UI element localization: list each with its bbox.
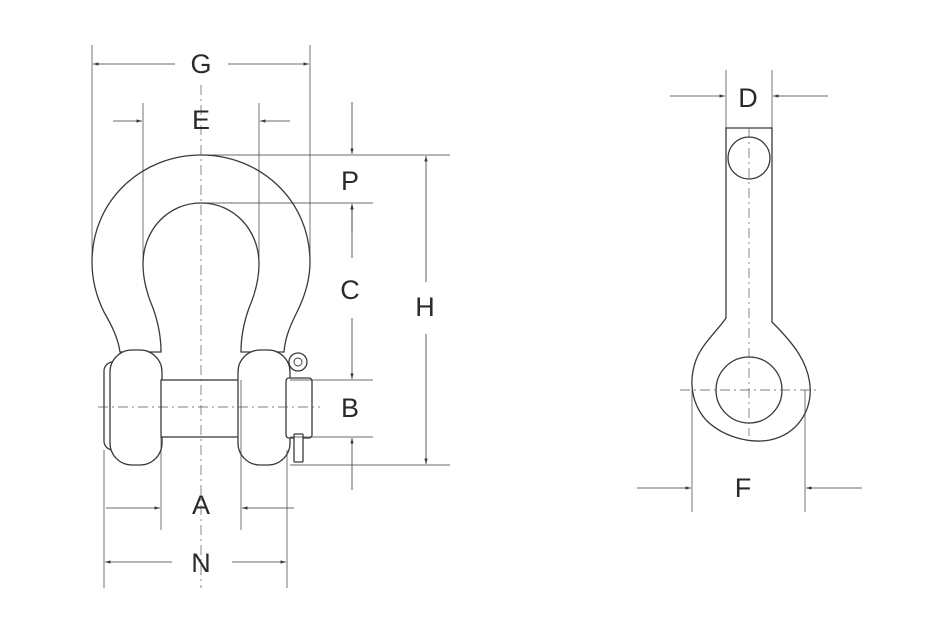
label-F: F [735, 473, 752, 503]
label-N: N [191, 548, 211, 578]
cotter-ring-inner [293, 357, 303, 367]
dimension-E: E [113, 103, 290, 262]
label-D: D [738, 83, 758, 113]
dimension-N: N [103, 450, 288, 588]
label-G: G [190, 49, 211, 79]
right-eye [237, 349, 291, 466]
dimension-D: D [670, 83, 828, 113]
dimension-H: H [415, 156, 435, 464]
cotter-ring [288, 352, 308, 372]
label-H: H [415, 292, 435, 322]
side-view [680, 70, 818, 512]
dimension-B: B [341, 393, 359, 490]
pin-nut [285, 377, 313, 439]
dimension-A: A [106, 380, 294, 530]
dimension-F: F [637, 473, 862, 503]
dimension-P: P [341, 102, 359, 232]
label-B: B [341, 393, 359, 423]
label-A: A [192, 490, 210, 520]
side-profile [691, 127, 811, 442]
dimension-G: G [91, 45, 311, 262]
shackle-bow [91, 154, 311, 353]
label-C: C [340, 275, 360, 305]
front-view [91, 85, 320, 588]
label-P: P [341, 166, 359, 196]
label-E: E [192, 105, 210, 135]
cotter-tail [293, 433, 304, 463]
left-eye [109, 349, 163, 466]
dimension-C: C [340, 204, 360, 379]
